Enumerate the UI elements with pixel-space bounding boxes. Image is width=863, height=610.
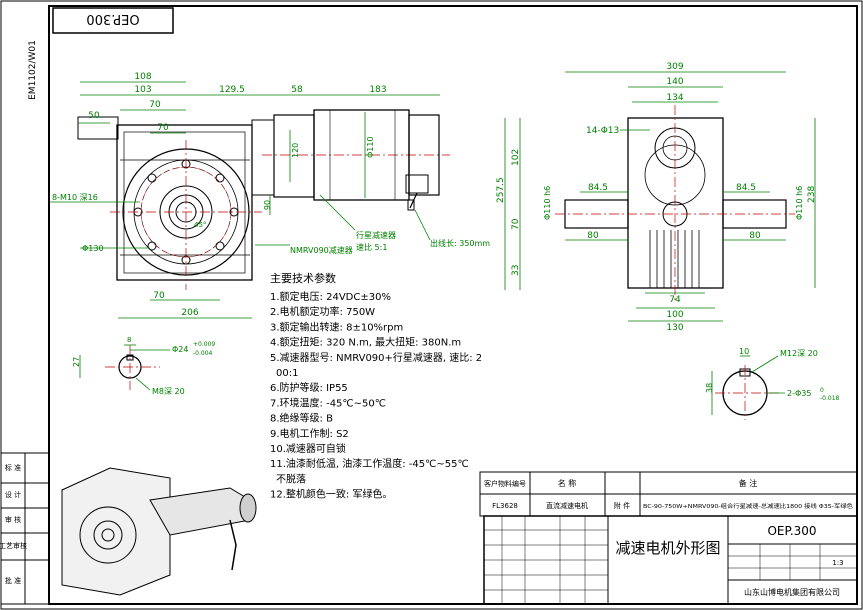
rev-v4: BC-90-750W+NMRV090-组合行星减速-总减速比1800 接线 Φ3… <box>643 502 854 510</box>
dim-phi110-right: Φ110 h6 <box>795 186 804 220</box>
top-number-box <box>52 7 174 34</box>
dim-70: 70 <box>511 218 521 230</box>
sec-left-d27: 27 <box>72 357 81 367</box>
dim-140: 140 <box>666 77 683 87</box>
dim-50: 50 <box>88 111 100 121</box>
planetary-label: 行星减速器 <box>356 230 396 240</box>
spec-item: 12.整机颜色一致: 军绿色。 <box>270 488 392 501</box>
rev-v3: 附 件 <box>614 501 630 510</box>
rev-h1: 客户物料编号 <box>484 479 526 488</box>
dim-84-5-left: 84.5 <box>588 183 608 193</box>
left-row-1: 设 计 <box>5 490 21 499</box>
dim-206: 206 <box>181 308 198 318</box>
left-row-2: 审 核 <box>5 515 21 524</box>
sec-right-tol-a: 0 <box>820 387 824 394</box>
rev-v2: 直流减速电机 <box>546 501 588 510</box>
spec-item: 00:1 <box>276 368 298 379</box>
reducer-label: NMRV090减速器 <box>290 245 353 255</box>
spec-item: 4.额定扭矩: 320 N.m, 最大扭矩: 380N.m <box>270 336 461 349</box>
dim-74: 74 <box>669 295 681 305</box>
drawing-number: OEP.300 <box>767 524 816 538</box>
sec-right-d38: 38 <box>705 383 714 393</box>
sec-left-thread: M8深 20 <box>152 387 185 396</box>
dim-90: 90 <box>263 200 272 210</box>
rev-h3: 备 注 <box>739 478 758 488</box>
front-view: 108 103 70 129.5 58 183 50 70 90 120 Φ11… <box>50 72 490 319</box>
left-row-0: 标 准 <box>5 463 21 472</box>
dim-103: 103 <box>134 85 151 95</box>
spec-list: 1.额定电压: 24VDC±30% 2.电机额定功率: 750W 3.额定输出转速:… <box>270 290 482 501</box>
spec-item: 2.电机额定功率: 750W <box>270 305 375 318</box>
inner-border <box>48 5 858 605</box>
dim-257-5: 257.5 <box>496 177 506 203</box>
sec-left-tol-minus: -0.004 <box>193 350 213 357</box>
shaft-section-left: Φ24 +0.009 -0.004 27 8 M8深 20 <box>72 336 215 396</box>
rev-h2: 名 称 <box>558 478 577 488</box>
dim-45: 45° <box>194 221 206 229</box>
spec-item: 3.额定输出转速: 8±10%rpm <box>270 320 403 333</box>
sec-right-d10: 10 <box>739 347 749 356</box>
dim-33: 33 <box>511 265 521 276</box>
side-housing <box>627 117 724 289</box>
dim-84-5-right: 84.5 <box>736 183 756 193</box>
bolt-callout: 8-M10 深16 <box>52 193 98 202</box>
dim-110: Φ110 <box>366 136 375 158</box>
company-name: 山东山博电机集团有限公司 <box>744 587 840 597</box>
isometric-view <box>61 467 257 596</box>
dim-phi-130: Φ130 <box>82 244 104 253</box>
dim-70-bottom: 70 <box>153 291 165 301</box>
shaft-section-right: 10 38 M12深 20 2-Φ35 0 -0.018 <box>705 347 840 420</box>
spec-item: 7.环境温度: -45℃~50℃ <box>270 396 386 409</box>
left-row-3: 工艺审核 <box>0 541 27 550</box>
left-row-4: 批 准 <box>5 576 21 585</box>
spec-item: 6.防护等级: IP55 <box>270 381 348 394</box>
dim-134: 134 <box>666 93 683 103</box>
dim-100: 100 <box>666 310 683 320</box>
dim-130: 130 <box>666 323 683 333</box>
dim-309: 309 <box>666 62 683 72</box>
dim-70-top: 70 <box>149 100 161 110</box>
sec-right-d35: 2-Φ35 <box>787 389 811 398</box>
dim-58: 58 <box>291 85 303 95</box>
spec-item: 10.减速器可自锁 <box>270 442 346 455</box>
rev-v1: FL3628 <box>492 502 518 510</box>
planetary-ratio: 速比 5:1 <box>356 242 387 252</box>
dim-183: 183 <box>369 85 386 95</box>
dim-80-right: 80 <box>749 231 761 241</box>
top-number-rotated: OEP.300 <box>86 11 139 26</box>
dim-102: 102 <box>511 149 521 166</box>
title-block: 减速电机外形图 OEP.300 1:3 山东山博电机集团有限公司 <box>483 515 858 605</box>
left-approval-table: 标 准 设 计 审 核 工艺审核 批 准 <box>0 452 50 605</box>
hole-callout: 14-Φ13 <box>586 126 619 136</box>
side-view: 309 140 134 14-Φ13 102 257.5 70 33 84.5 … <box>496 62 817 333</box>
scale: 1:3 <box>832 559 843 567</box>
spec-item: 1.额定电压: 24VDC±30% <box>270 290 391 303</box>
sec-right-tol-b: -0.018 <box>820 395 840 402</box>
dim-phi110-left: Φ110 h6 <box>543 186 552 220</box>
cable-length: 出线长: 350mm <box>430 238 490 248</box>
dim-120: 120 <box>291 143 300 158</box>
gearbox-housing <box>116 124 253 281</box>
spec-item: 11.油漆耐低温, 油漆工作温度: -45℃~55℃ <box>270 457 469 470</box>
spec-title: 主要技术参数 <box>270 271 336 285</box>
spec-item: 不脱落 <box>276 472 306 485</box>
sec-right-thread: M12深 20 <box>780 349 818 358</box>
side-code: EM1102/W01 <box>28 40 38 100</box>
sec-left-d24: Φ24 <box>172 345 188 354</box>
dim-80-left: 80 <box>587 231 599 241</box>
drawing-title: 减速电机外形图 <box>615 539 720 557</box>
dim-238: 238 <box>807 186 817 203</box>
dim-70-left: 70 <box>157 123 169 133</box>
spec-item: 8.绝缘等级: B <box>270 412 333 425</box>
sec-left-tol-plus: +0.009 <box>193 341 215 348</box>
dim-108: 108 <box>134 72 151 82</box>
spec-item: 9.电机工作制: S2 <box>270 427 349 440</box>
dim-129-5: 129.5 <box>219 85 245 95</box>
revision-block: 客户物料编号 名 称 备 注 FL3628 直流减速电机 附 件 BC-90-7… <box>479 471 858 517</box>
spec-item: 5.减速器型号: NMRV090+行星减速器, 速比: 2 <box>270 351 482 364</box>
sec-left-d8: 8 <box>127 336 131 344</box>
